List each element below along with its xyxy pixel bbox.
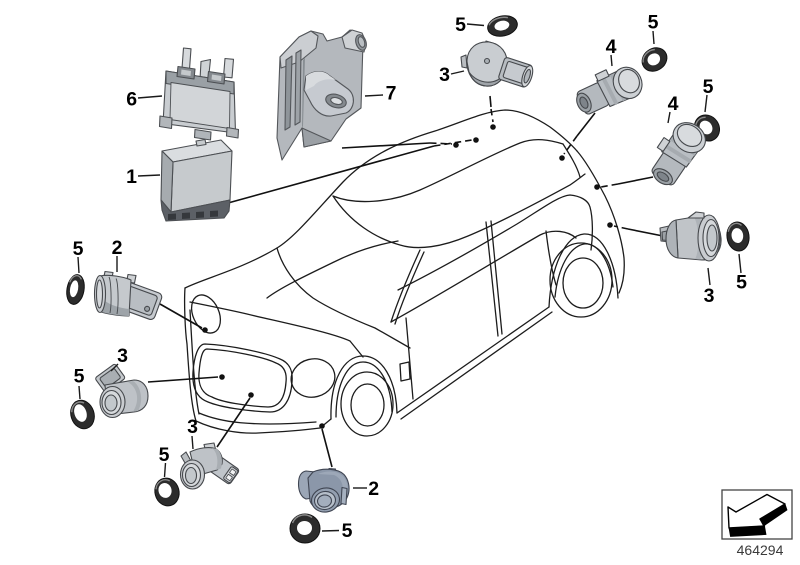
svg-text:3: 3 [187, 416, 198, 438]
svg-text:6: 6 [126, 89, 137, 111]
svg-text:5: 5 [74, 366, 85, 388]
svg-text:5: 5 [648, 12, 659, 34]
svg-text:5: 5 [455, 14, 466, 36]
svg-text:1: 1 [126, 166, 137, 188]
svg-text:5: 5 [73, 238, 84, 260]
svg-text:464294: 464294 [737, 542, 784, 558]
svg-text:3: 3 [117, 345, 128, 367]
svg-text:2: 2 [112, 237, 123, 259]
svg-text:3: 3 [704, 285, 715, 307]
svg-text:4: 4 [606, 36, 617, 58]
svg-text:5: 5 [159, 444, 170, 466]
svg-text:5: 5 [736, 272, 747, 294]
svg-text:3: 3 [439, 64, 450, 86]
svg-text:7: 7 [386, 83, 397, 105]
svg-text:5: 5 [342, 520, 353, 542]
svg-text:2: 2 [368, 478, 379, 500]
svg-text:5: 5 [703, 76, 714, 98]
svg-text:4: 4 [668, 93, 679, 115]
